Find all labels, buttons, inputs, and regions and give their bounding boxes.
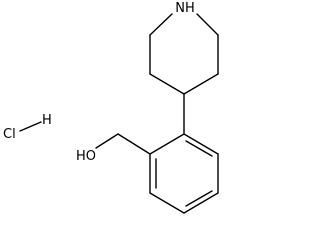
bond-b3-b4 [183, 192, 219, 214]
bond-b1-b2 [183, 133, 219, 155]
nh-label: NH [175, 1, 195, 16]
double-bond-b1-b2 [185, 140, 213, 157]
h-label: H [42, 113, 52, 128]
bond-b6-b1 [149, 133, 185, 155]
chemical-structure: NH HO Cl H [3, 1, 219, 214]
bond-ring-ch2 [117, 133, 151, 155]
benzene-ring [149, 133, 219, 214]
piperidine-ring [149, 13, 219, 95]
double-bond-b3-b4 [185, 190, 213, 207]
bond-c6-n [196, 13, 219, 36]
bond-h-cl [19, 121, 42, 132]
cl-label: Cl [3, 127, 16, 142]
bond-n-c2 [149, 13, 173, 36]
bond-c3-c4 [149, 73, 185, 95]
bond-c4-c5 [183, 73, 219, 95]
ho-label: HO [76, 149, 96, 164]
bond-ch2-o [95, 133, 119, 149]
bond-b4-b5 [149, 192, 185, 214]
